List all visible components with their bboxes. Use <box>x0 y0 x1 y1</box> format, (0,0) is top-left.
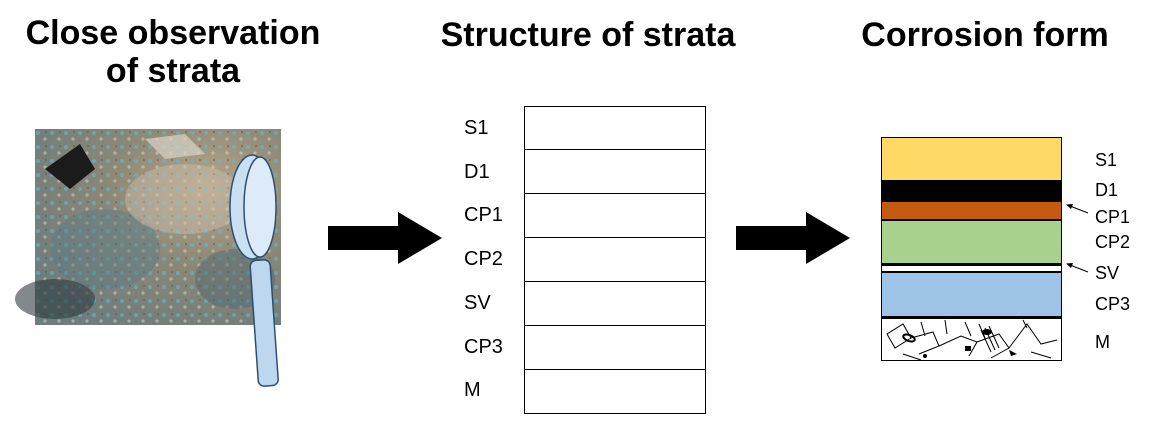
magnifying-glass-icon <box>229 154 279 387</box>
strata-label-d1: D1 <box>464 161 490 183</box>
strata-label-cp1: CP1 <box>464 204 503 226</box>
strata-box-s1 <box>524 106 706 150</box>
pointer-arrow-icon <box>1066 263 1089 273</box>
corrosion-label-sv: SV <box>1095 263 1120 283</box>
strata-label-cp2: CP2 <box>464 248 503 270</box>
pointer-arrow-icon <box>1066 204 1089 214</box>
strata-label-cp3: CP3 <box>464 336 503 358</box>
strata-box-m <box>524 369 706 414</box>
strata-box-d1 <box>524 149 706 194</box>
strata-box-cp1 <box>524 193 706 238</box>
strata-box-cp2 <box>524 237 706 282</box>
corrosion-layer-d1 <box>881 181 1062 202</box>
strata-box-sv <box>524 281 706 326</box>
title-close-observation-line1: Close observation <box>25 14 321 52</box>
corrosion-label-d1: D1 <box>1095 180 1119 200</box>
title-structure-of-strata: Structure of strata <box>440 16 736 54</box>
corrosion-layer-sv <box>881 264 1062 272</box>
corrosion-layer-cp1 <box>881 201 1062 220</box>
right-arrow-icon <box>736 212 850 264</box>
metal-grain-structure <box>886 319 1058 361</box>
title-corrosion-form: Corrosion form <box>861 16 1109 54</box>
corrosion-label-cp2: CP2 <box>1095 232 1131 252</box>
corrosion-label-cp1: CP1 <box>1095 207 1131 227</box>
strata-label-m: M <box>464 379 481 401</box>
corrosion-layer-s1 <box>881 137 1062 181</box>
right-arrow-icon <box>328 212 442 264</box>
strata-label-s1: S1 <box>464 117 489 139</box>
strata-box-cp3 <box>524 325 706 371</box>
corrosion-label-s1: S1 <box>1095 150 1118 170</box>
title-close-observation-line2: of strata <box>105 52 241 90</box>
title-close-observation: Close observation of strata <box>0 14 346 90</box>
strata-label-sv: SV <box>464 292 491 314</box>
corrosion-layer-cp2 <box>881 220 1062 264</box>
corrosion-label-m: M <box>1095 332 1110 352</box>
corrosion-label-cp3: CP3 <box>1095 294 1131 314</box>
corrosion-layer-cp3 <box>881 272 1062 318</box>
